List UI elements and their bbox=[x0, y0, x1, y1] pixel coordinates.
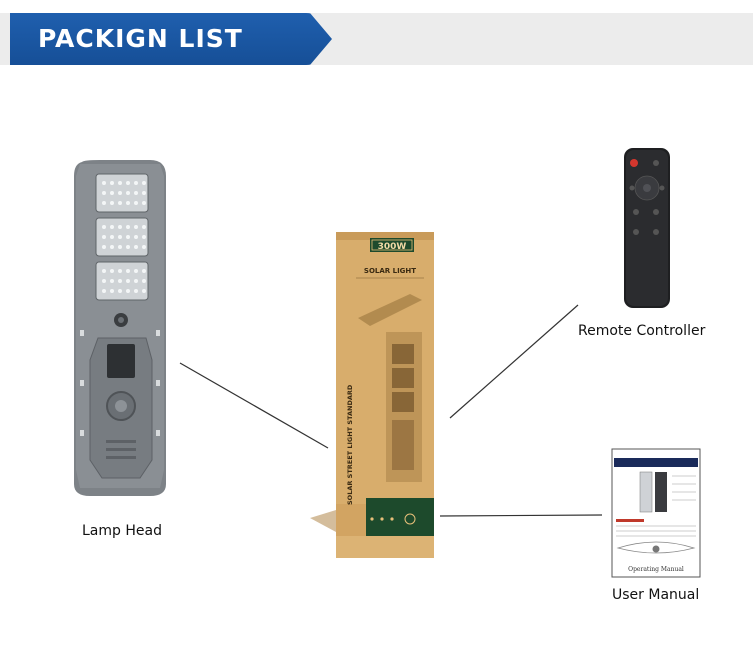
header-tab bbox=[10, 13, 332, 65]
user-manual-label: User Manual bbox=[612, 587, 700, 603]
manual-cover-caption: Operating Manual bbox=[628, 566, 684, 573]
manual-image: Operating Manual bbox=[611, 448, 701, 578]
page-title: PACKIGN LIST bbox=[38, 24, 243, 53]
box-side-text: SOLAR STREET LIGHT STANDARD bbox=[346, 384, 354, 505]
lamp-head-image bbox=[74, 160, 166, 496]
connector-lamp bbox=[179, 362, 329, 449]
lamp-head-label: Lamp Head bbox=[82, 523, 162, 539]
box-image: 300W SOLAR LIGHT SOLAR STREET LIGHT STAN… bbox=[310, 232, 434, 558]
box-wattage: 300W bbox=[378, 242, 407, 252]
remote-controller-label: Remote Controller bbox=[578, 323, 706, 339]
box-brand: SOLAR LIGHT bbox=[364, 267, 416, 275]
connector-remote bbox=[449, 304, 579, 419]
connector-manual bbox=[439, 514, 603, 517]
remote-image bbox=[624, 148, 670, 308]
